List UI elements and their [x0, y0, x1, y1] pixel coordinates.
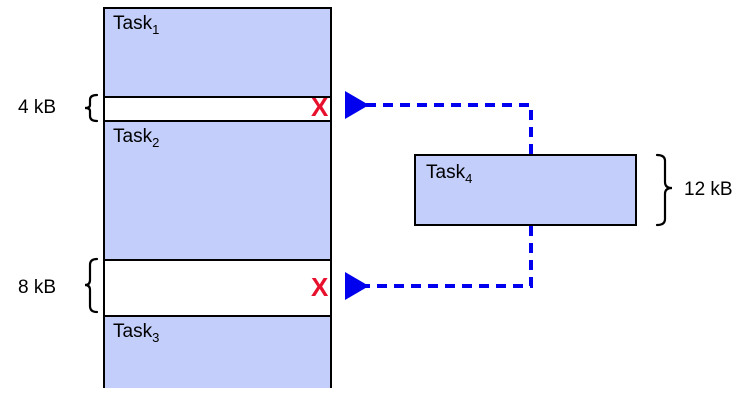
- task4-size-label: 12 kB: [684, 179, 733, 200]
- hole2-size-label: 8 kB: [18, 277, 57, 298]
- hole1-size-label: 4 kB: [18, 97, 57, 118]
- brace-hole1: [84, 93, 99, 123]
- memory-segment-task1: Task1: [105, 9, 330, 98]
- reject-hole1-x-icon: X: [311, 92, 329, 122]
- memory-segment-task3: Task3: [105, 315, 330, 388]
- main-memory-column: Task1 Task2 Task3: [103, 7, 332, 388]
- memory-segment-hole1: [105, 98, 330, 120]
- brace-hole2: [84, 257, 99, 314]
- reject-hole2-x-icon: X: [311, 272, 329, 302]
- incoming-task4-block: Task4: [414, 154, 637, 226]
- brace-task4: [655, 153, 673, 227]
- task3-label: Task3: [113, 321, 160, 345]
- arrow-to-hole1: [345, 91, 533, 154]
- memory-segment-task2: Task2: [105, 120, 330, 261]
- task4-label: Task4: [426, 162, 473, 186]
- task1-label: Task1: [113, 13, 160, 37]
- arrow-to-hole2: [345, 226, 533, 300]
- task2-label: Task2: [113, 126, 160, 150]
- memory-segment-hole2: [105, 261, 330, 315]
